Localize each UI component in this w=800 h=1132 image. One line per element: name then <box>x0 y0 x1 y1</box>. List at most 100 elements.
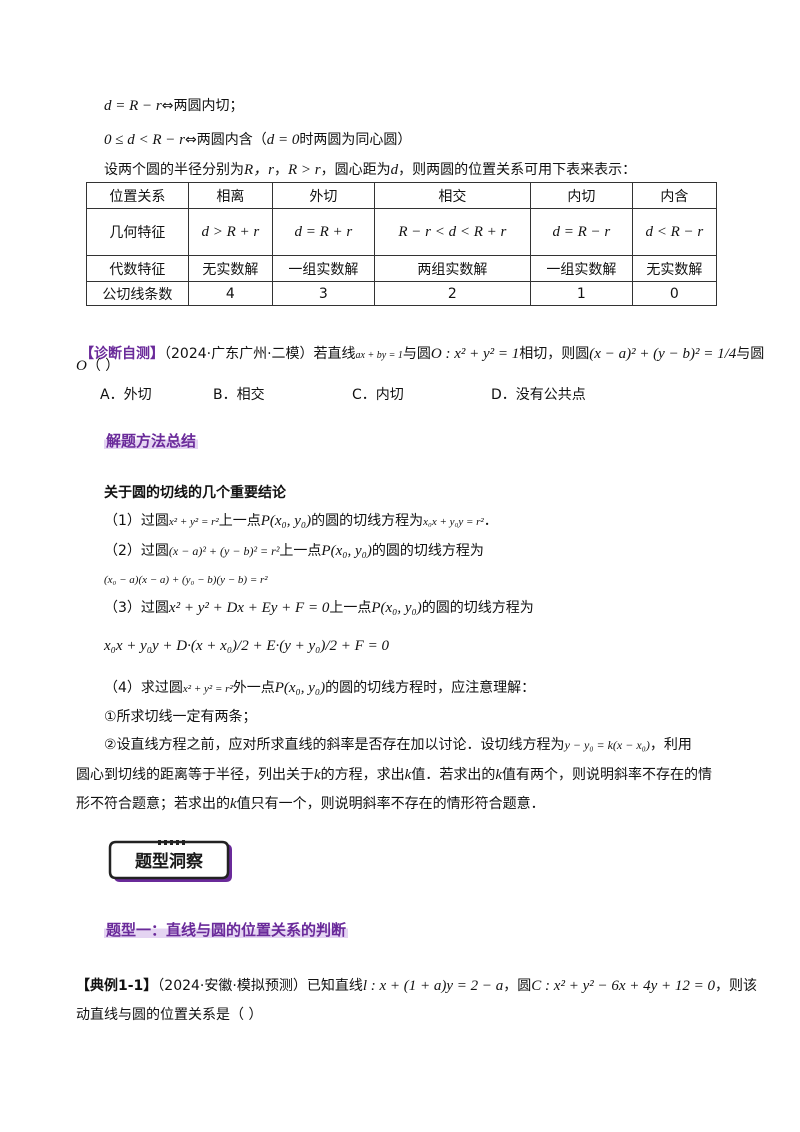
math-expr: k <box>230 796 237 812</box>
table-cell: 相交 <box>373 182 531 209</box>
intro-text: ， <box>274 162 289 178</box>
table-cell: d = R − r <box>529 208 633 256</box>
table-cell: 3 <box>271 281 375 306</box>
method-text: 值只有一个，则说明斜率不存在的情形符合题意． <box>236 796 545 812</box>
math-expr: x² + y² = r² <box>182 683 233 695</box>
badge-graphic <box>108 840 232 882</box>
method-text: 的圆的切线方程时，应注意理解： <box>325 680 536 696</box>
method-text: 上一点 <box>218 513 261 529</box>
table-cell: R − r < d < R + r <box>373 208 531 256</box>
math-expr: d <box>390 162 399 178</box>
math-expr: R，r <box>244 162 275 178</box>
diag-text: 相切，则圆 <box>519 346 590 362</box>
method-text: 形不符合题意；若求出的 <box>76 796 230 812</box>
table-cell: d = R + r <box>271 208 375 256</box>
math-expr: x² + y² + Dx + Ey + F = 0 <box>168 600 330 616</box>
diag-text: 与圆 <box>736 346 765 362</box>
method-text: 外一点 <box>232 680 275 696</box>
method-text: （4）求过圆 <box>104 680 183 696</box>
method-text: （3）过圆 <box>104 600 169 616</box>
method-item-2-formula: (x₀ − a)(x − a) + (y₀ − b)(y − b) = r² <box>104 569 268 590</box>
math-expr: P(x₀, y₀) <box>371 600 422 616</box>
method-subheading: 关于圆的切线的几个重要结论 <box>104 485 286 501</box>
method-item-2: （2）过圆(x − a)² + (y − b)² = r²上一点P(x₀, y₀… <box>104 541 484 561</box>
example-text: ，圆 <box>503 978 532 994</box>
example-text: （2024·安徽·模拟预测）已知直线 <box>157 978 363 994</box>
math-expr: P(x₀, y₀) <box>274 680 326 696</box>
intro-text: ，则两圆的位置关系可用下表来表示： <box>398 162 637 178</box>
table-cell: 内切 <box>529 182 633 209</box>
math-expr: (x − a)² + (y − b)² = r² <box>168 544 280 558</box>
diag-label: 【诊断自测】 <box>80 346 164 362</box>
method-item-6: ②设直线方程之前，应对所求直线的斜率是否存在加以讨论．设切线方程为y − y₀ … <box>104 735 692 755</box>
method-text: ． <box>483 513 498 529</box>
diag-option-c: C．内切 <box>352 387 404 403</box>
table-row: 位置关系 相离 外切 相交 内切 内含 <box>86 182 718 209</box>
diag-question-cont: O（ ） <box>76 356 119 376</box>
example-question: 【典例1-1】（2024·安徽·模拟预测）已知直线l : x + (1 + a)… <box>76 976 757 996</box>
method-item-3: （3）过圆x² + y² + Dx + Ey + F = 0上一点P(x₀, y… <box>104 598 534 618</box>
math-expr: O <box>76 358 87 374</box>
math-expr: (x − a)² + (y − b)² = 1/4 <box>589 346 737 362</box>
intro-line-2: 0 ≤ d < R − r⇔两圆内含（d = 0时两圆为同心圆） <box>104 130 411 150</box>
method-item-4: （4）求过圆x² + y² = r²外一点P(x₀, y₀)的圆的切线方程时，应… <box>104 678 535 699</box>
intro-line-3: 设两个圆的半径分别为R，r，R > r，圆心距为d，则两圆的位置关系可用下表来表… <box>104 160 636 180</box>
table-cell: 相离 <box>187 182 273 209</box>
diag-option-d: D．没有公共点 <box>491 387 586 403</box>
method-text: 上一点 <box>279 543 322 559</box>
diag-option-a: A．外切 <box>100 387 152 403</box>
intro-text: ⇔两圆内含（ <box>184 132 267 148</box>
method-text: （2）过圆 <box>104 543 169 559</box>
table-cell: 无实数解 <box>631 255 718 282</box>
table-cell: 一组实数解 <box>271 255 375 282</box>
intro-text: ，圆心距为 <box>320 162 391 178</box>
method-text: ，利用 <box>649 737 692 753</box>
math-expr: l : x + (1 + a)y = 2 − a <box>362 978 504 994</box>
table-cell: d > R + r <box>187 208 273 256</box>
method-item-6-cont: 圆心到切线的距离等于半径，列出关于k的方程，求出k值．若求出的k值有两个，则说明… <box>76 765 712 785</box>
table-cell: 两组实数解 <box>373 255 531 282</box>
method-text: 的圆的切线方程为 <box>371 543 484 559</box>
table-cell: 一组实数解 <box>529 255 633 282</box>
method-item-5: ①所求切线一定有两条； <box>104 709 257 725</box>
math-expr: O : x² + y² = 1 <box>430 346 520 362</box>
math-expr: x₀x + y₀y = r² <box>423 516 484 528</box>
math-expr: R > r <box>288 162 321 178</box>
table-cell: 2 <box>373 281 531 306</box>
diag-text: 与圆 <box>402 346 431 362</box>
math-expr: (x₀ − a)(x − a) + (y₀ − b)(y − b) = r² <box>104 574 268 586</box>
math-expr: P(x₀, y₀) <box>260 513 312 529</box>
table-cell: 几何特征 <box>86 208 189 256</box>
method-text: 圆心到切线的距离等于半径，列出关于 <box>76 767 314 783</box>
diag-question: 【诊断自测】（2024·广东广州·二模）若直线ax + by = 1与圆O : … <box>80 344 764 366</box>
table-cell: 公切线条数 <box>86 281 189 306</box>
method-text: 的圆的切线方程为 <box>421 600 534 616</box>
answer-paren: （ ） <box>86 358 120 374</box>
table-cell: 位置关系 <box>86 182 189 209</box>
example-question-cont: 动直线与圆的位置关系是（ ） <box>76 1007 263 1023</box>
table-row: 公切线条数 4 3 2 1 0 <box>86 281 718 306</box>
intro-text: 设两个圆的半径分别为 <box>104 162 244 178</box>
topic-insight-badge: 题型洞察 <box>108 840 236 886</box>
table-cell: 1 <box>529 281 633 306</box>
method-text: 值．若求出的 <box>411 767 496 783</box>
math-expr: k <box>495 767 503 783</box>
diag-text: （2024·广东广州·二模）若直线 <box>164 346 356 362</box>
method-item-1: （1）过圆x² + y² = r²上一点P(x₀, y₀)的圆的切线方程为x₀x… <box>104 511 498 532</box>
badge-text: 题型洞察 <box>135 852 203 872</box>
table-cell: d < R − r <box>631 208 718 256</box>
table-cell: 代数特征 <box>86 255 189 282</box>
method-text: 的圆的切线方程为 <box>311 513 424 529</box>
intro-line-1: d = R − r⇔两圆内切； <box>104 96 243 116</box>
math-expr: k <box>314 767 321 783</box>
math-expr: 0 ≤ d < R − r <box>104 132 185 148</box>
method-text: 上一点 <box>329 600 372 616</box>
math-expr: d = R − r <box>104 98 162 114</box>
intro-text: ⇔两圆内切； <box>161 98 244 114</box>
math-expr: y − y₀ = k(x − x₀) <box>564 738 650 752</box>
method-heading: 解题方法总结 <box>104 430 199 451</box>
position-relation-table: 位置关系 相离 外切 相交 内切 内含 几何特征 d > R + r d = R… <box>86 182 718 306</box>
example-label: 【典例1-1】 <box>76 978 158 994</box>
method-text: ②设直线方程之前，应对所求直线的斜率是否存在加以讨论．设切线方程为 <box>104 737 565 753</box>
